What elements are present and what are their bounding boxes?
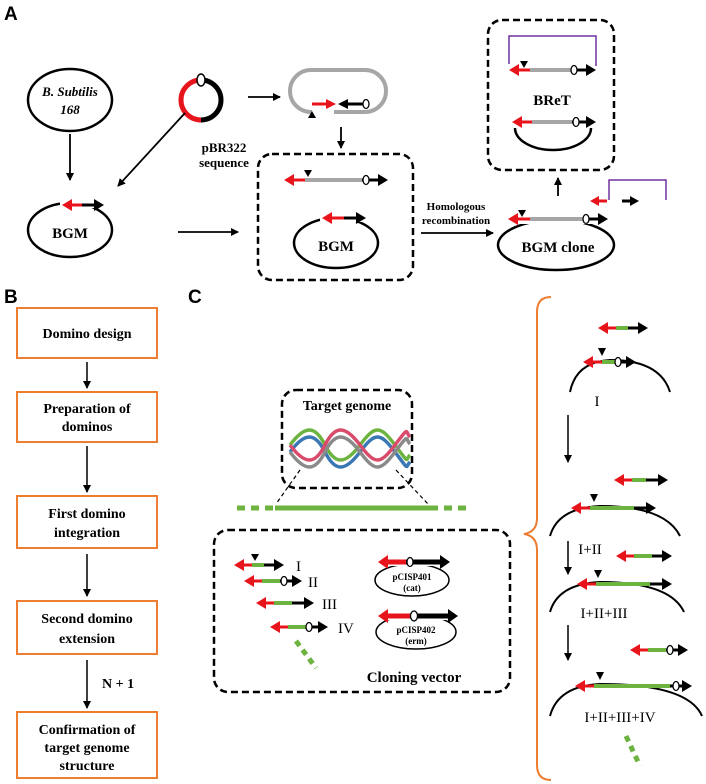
gray-plasmid <box>288 68 388 118</box>
panel-label-a: A <box>4 4 18 25</box>
loop-label: N + 1 <box>102 677 134 692</box>
strain-name: B. Subtilis <box>41 84 98 99</box>
flow-step-2-line2: dominos <box>62 420 113 435</box>
flow-step-2-line1: Preparation of <box>43 402 131 417</box>
bgm-left-label: BGM <box>52 226 88 242</box>
bgm-clone-label: BGM clone <box>522 240 595 256</box>
vector-pcisp402 <box>375 609 462 650</box>
arrow-a4 <box>117 112 186 187</box>
domino-2-label: II <box>308 575 318 591</box>
strain-number: 168 <box>60 102 80 117</box>
dashed-box-center <box>256 152 415 282</box>
bgm-center <box>292 212 380 270</box>
bret-plasmid-linear <box>508 35 597 76</box>
bgm-center-label: BGM <box>318 239 354 255</box>
recombination-label-2: recombination <box>422 215 490 227</box>
flow-step-3: First domino integration <box>16 495 158 549</box>
assembly-step-4-label: I+II+III+IV <box>584 710 655 726</box>
domino-3-label: III <box>322 597 337 613</box>
bret-label: BReT <box>533 93 571 109</box>
target-genome-label: Target genome <box>303 399 392 414</box>
domino-1-label: I <box>296 559 301 575</box>
vector2-name: pCISP402 <box>396 625 436 635</box>
panel-label-c: C <box>188 287 202 308</box>
flow-step-5: Confirmation of target genome structure <box>16 711 158 779</box>
assembly-step-1-label: I <box>595 394 600 410</box>
flow-step-3-line1: First domino <box>48 507 125 522</box>
assembly-step-3-label: I+II+III <box>581 606 628 622</box>
flow-step-3-line2: integration <box>54 526 120 541</box>
dominos-box <box>212 528 512 694</box>
vector2-marker: (erm) <box>405 636 426 646</box>
vector1-name: pCISP401 <box>392 572 432 582</box>
domino-continuation <box>293 639 319 670</box>
pbr322-plasmid <box>178 73 224 123</box>
orange-bracket <box>523 296 552 781</box>
domino-1 <box>234 554 284 571</box>
linear-construct-center <box>284 170 388 186</box>
flow-step-1: Domino design <box>16 307 158 359</box>
assembly-step-4 <box>549 644 703 717</box>
vector1-marker: (cat) <box>403 583 421 593</box>
plasmid-label: pBR322 <box>202 140 247 155</box>
bret-plasmid-circle <box>512 116 596 152</box>
bgm-left <box>26 199 114 259</box>
zoom-line-left <box>275 469 301 505</box>
bgm-clone <box>496 210 616 272</box>
domino-4-label: IV <box>338 621 354 637</box>
domino-3 <box>256 597 314 609</box>
zoom-line-right <box>395 469 429 505</box>
flow-step-5-line2: target genome <box>44 741 129 756</box>
flow-step-2: Preparation of dominos <box>16 391 158 443</box>
domino-2 <box>244 575 302 587</box>
plasmid-label-2: sequence <box>199 155 249 170</box>
dna-helix <box>288 428 412 469</box>
flow-step-5-line1: Confirmation of <box>39 723 136 738</box>
assembly-step-1 <box>569 322 671 393</box>
flow-step-1-text: Domino design <box>42 327 131 342</box>
flow-step-4-line1: Second domino <box>41 612 132 627</box>
cloning-vector-label: Cloning vector <box>367 670 462 686</box>
assembly-step-3 <box>549 550 685 613</box>
assembly-step-2 <box>549 474 681 537</box>
dashed-box-bret <box>486 18 616 172</box>
domino-4 <box>270 621 328 633</box>
panel-label-b: B <box>4 287 18 308</box>
strain-ellipse <box>26 67 114 133</box>
target-genome-box <box>280 388 414 490</box>
vector-pcisp401 <box>374 555 454 597</box>
assembly-continuation <box>623 734 643 768</box>
assembly-step-2-label: I+II <box>578 542 601 558</box>
flow-step-4: Second domino extension <box>16 600 158 655</box>
excised-fragment <box>590 179 667 206</box>
recombination-label: Homologous <box>427 201 486 213</box>
flow-step-4-line2: extension <box>59 632 115 647</box>
flow-step-5-line3: structure <box>60 759 115 774</box>
